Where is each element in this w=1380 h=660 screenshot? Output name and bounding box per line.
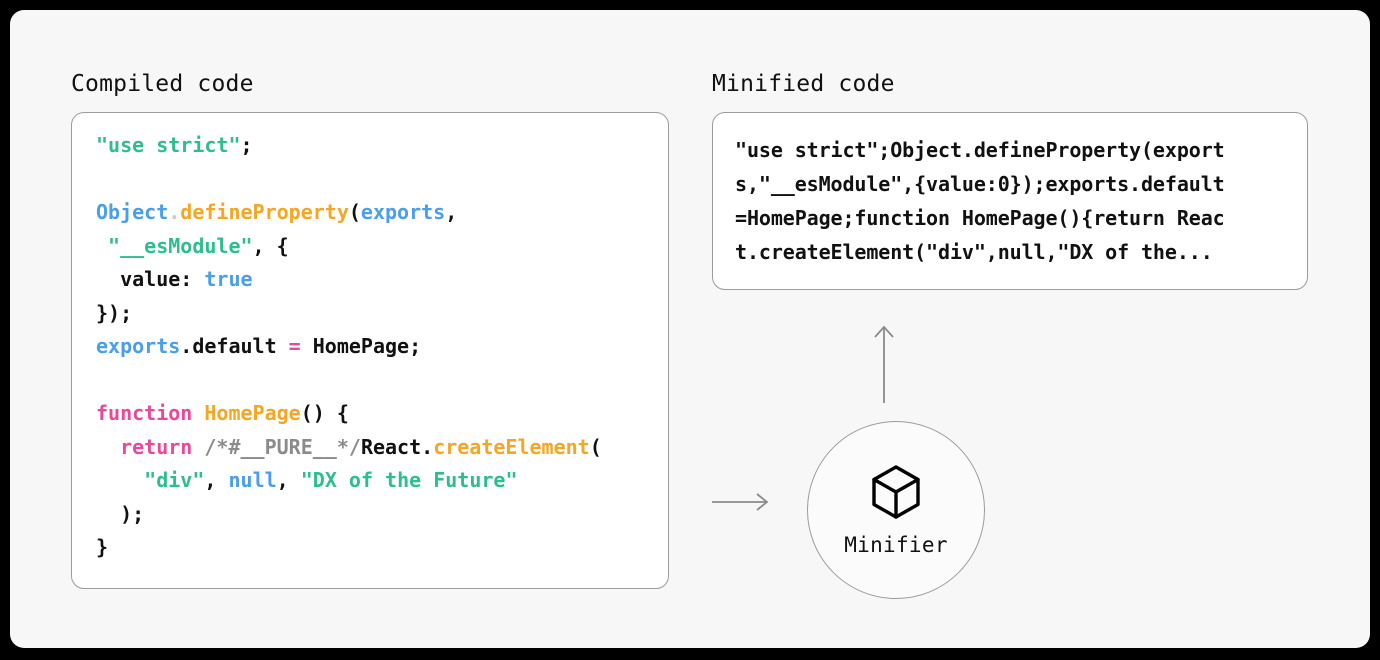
code-token-punct: HomePage; [300, 334, 422, 358]
code-token-string: "div" [144, 468, 205, 492]
code-token-identifier: Object [96, 200, 169, 224]
code-token-identifier: null [228, 468, 277, 492]
code-token-dim: . [168, 200, 181, 224]
input-arrow-icon [710, 490, 774, 518]
code-token-string: "DX of the Future" [300, 468, 518, 492]
code-token-punct: , [276, 468, 301, 492]
cube-icon [870, 464, 922, 524]
code-token-punct: ); [96, 501, 145, 526]
code-token-function: defineProperty [180, 200, 349, 224]
code-token-punct: () { [300, 401, 349, 425]
code-token-punct: }); [96, 300, 133, 325]
code-token-keyword: return [120, 434, 193, 459]
minifier-label: Minifier [844, 532, 948, 557]
code-token-punct: , [204, 468, 229, 492]
code-token-string: "use strict" [96, 133, 241, 157]
diagram-stage: Compiled code "use strict"; Object.defin… [10, 10, 1370, 648]
code-token-keyword: = [288, 334, 301, 358]
diagram-frame: Compiled code "use strict"; Object.defin… [10, 10, 1370, 648]
code-token-identifier: exports [96, 334, 181, 358]
minified-code-heading: Minified code [712, 71, 895, 97]
code-token-punct: ; [240, 133, 253, 157]
code-token-punct: ( [348, 200, 361, 224]
minified-code-card: "use strict";Object.defineProperty(expor… [712, 112, 1308, 290]
code-token-identifier: true [204, 267, 253, 291]
code-token-comment: /*#__PURE__*/ [204, 434, 361, 459]
code-token-punct [192, 435, 204, 459]
code-token-punct [192, 401, 204, 425]
code-token-punct: value: [96, 267, 205, 291]
code-token-identifier: exports [360, 200, 446, 224]
compiled-code-card: "use strict"; Object.defineProperty(expo… [71, 112, 669, 589]
compiled-code-heading: Compiled code [71, 71, 254, 97]
code-token-punct: React. [360, 434, 434, 459]
output-arrow-icon [871, 323, 897, 409]
code-token-punct: } [96, 535, 109, 559]
minified-code-block: "use strict";Object.defineProperty(expor… [735, 138, 1225, 264]
code-token-punct: , { [252, 233, 289, 258]
code-token-string: "__esModule" [108, 233, 253, 258]
code-token-function: HomePage [204, 401, 301, 425]
code-token-punct: ( [589, 434, 602, 459]
code-token-punct: , [445, 200, 458, 224]
compiled-code-block: "use strict"; Object.defineProperty(expo… [96, 129, 658, 565]
minifier-node[interactable]: Minifier [807, 421, 985, 599]
code-token-function: createElement [433, 434, 590, 459]
code-token-punct [96, 234, 108, 258]
code-token-punct [96, 435, 120, 459]
code-token-punct [96, 468, 144, 492]
code-token-punct: .default [180, 334, 289, 358]
code-token-keyword: function [96, 401, 193, 425]
